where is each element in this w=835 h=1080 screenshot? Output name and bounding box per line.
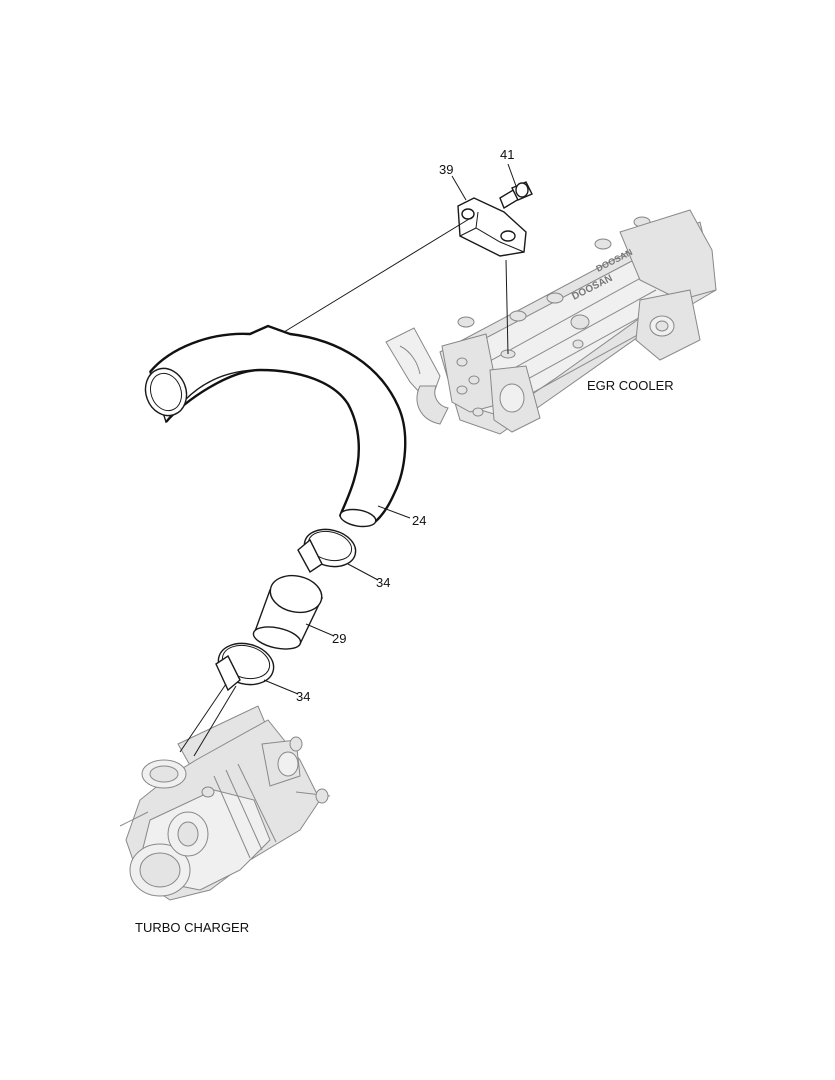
turbo-charger-label: TURBO CHARGER	[135, 920, 250, 935]
part-number-34-upper: 34	[376, 575, 391, 590]
turbo-charger-drawing	[119, 705, 331, 901]
egr-cooler-drawing: DOOSAN DOOSAN	[385, 209, 717, 435]
hose-29-drawing	[252, 574, 324, 650]
part-number-29: 29	[332, 631, 347, 646]
part-number-39: 39	[439, 162, 454, 177]
egr-cooler-label: EGR COOLER	[587, 378, 674, 393]
part-number-24: 24	[412, 513, 427, 528]
bracket-39-drawing	[457, 197, 527, 257]
leader-lines	[179, 163, 517, 757]
bolt-41-drawing	[499, 181, 533, 210]
part-number-41: 41	[500, 147, 515, 162]
part-number-34-lower: 34	[296, 689, 311, 704]
clamp-34-upper-drawing	[297, 528, 357, 574]
clamp-34-lower-drawing	[215, 642, 275, 692]
pipe-24-drawing	[144, 324, 407, 528]
